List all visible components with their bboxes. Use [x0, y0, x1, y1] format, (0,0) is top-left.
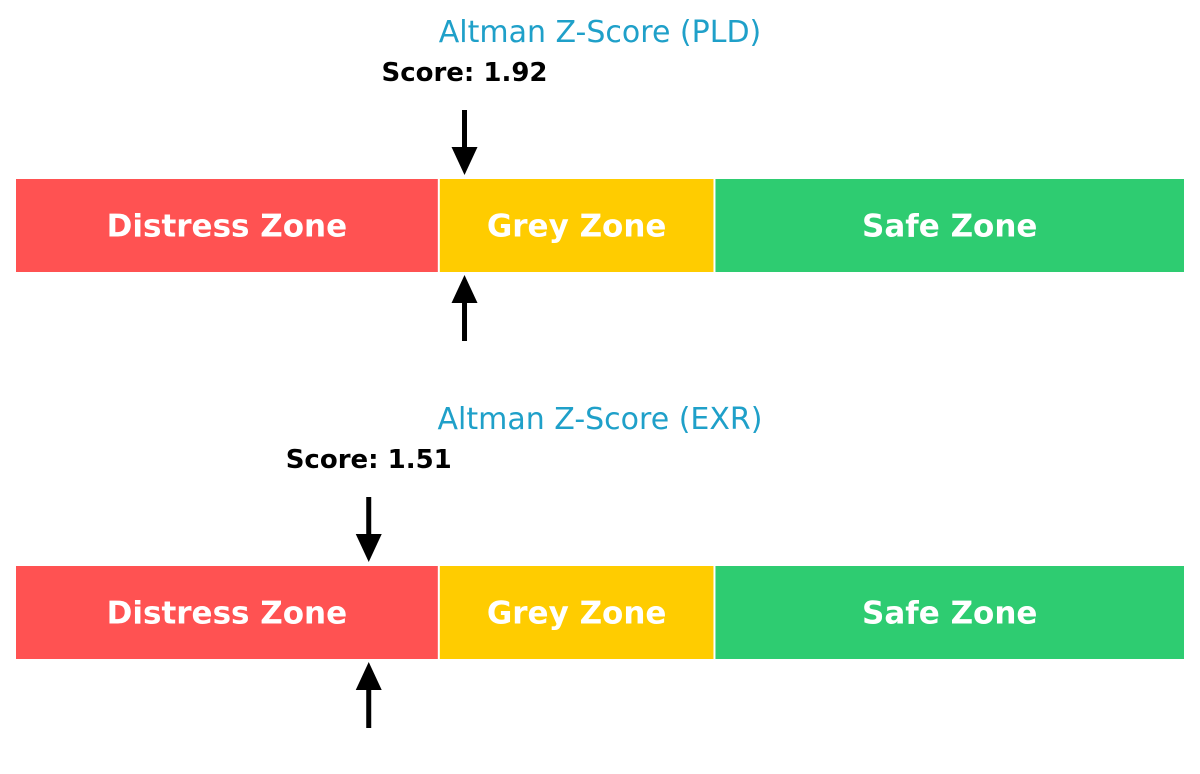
zone-band: [16, 179, 438, 272]
zone-band: [439, 566, 714, 659]
zone-band: [715, 179, 1184, 272]
zone-label: Safe Zone: [862, 596, 1037, 632]
chart-title: Altman Z-Score (EXR): [438, 402, 763, 437]
zscore-panel: Altman Z-Score (PLD) Distress Zone Grey Zo…: [16, 15, 1184, 341]
zscore-panel: Altman Z-Score (EXR) Distress Zone Grey Zo…: [16, 402, 1184, 728]
score-arrow-down-head: [451, 147, 478, 175]
zone-label: Grey Zone: [487, 596, 667, 632]
zone-label: Distress Zone: [107, 596, 348, 632]
zone-label: Distress Zone: [107, 209, 348, 245]
zone-label: Grey Zone: [487, 209, 667, 245]
zone-band: [16, 566, 438, 659]
score-arrow-up-head: [451, 275, 478, 303]
chart-title: Altman Z-Score (PLD): [439, 15, 762, 50]
score-label: Score: 1.51: [286, 445, 452, 475]
score-arrow-down-head: [355, 534, 382, 562]
score-arrow-up-head: [355, 662, 382, 690]
score-label: Score: 1.92: [381, 58, 547, 88]
zone-band: [439, 179, 714, 272]
zone-band: [715, 566, 1184, 659]
zone-label: Safe Zone: [862, 209, 1037, 245]
